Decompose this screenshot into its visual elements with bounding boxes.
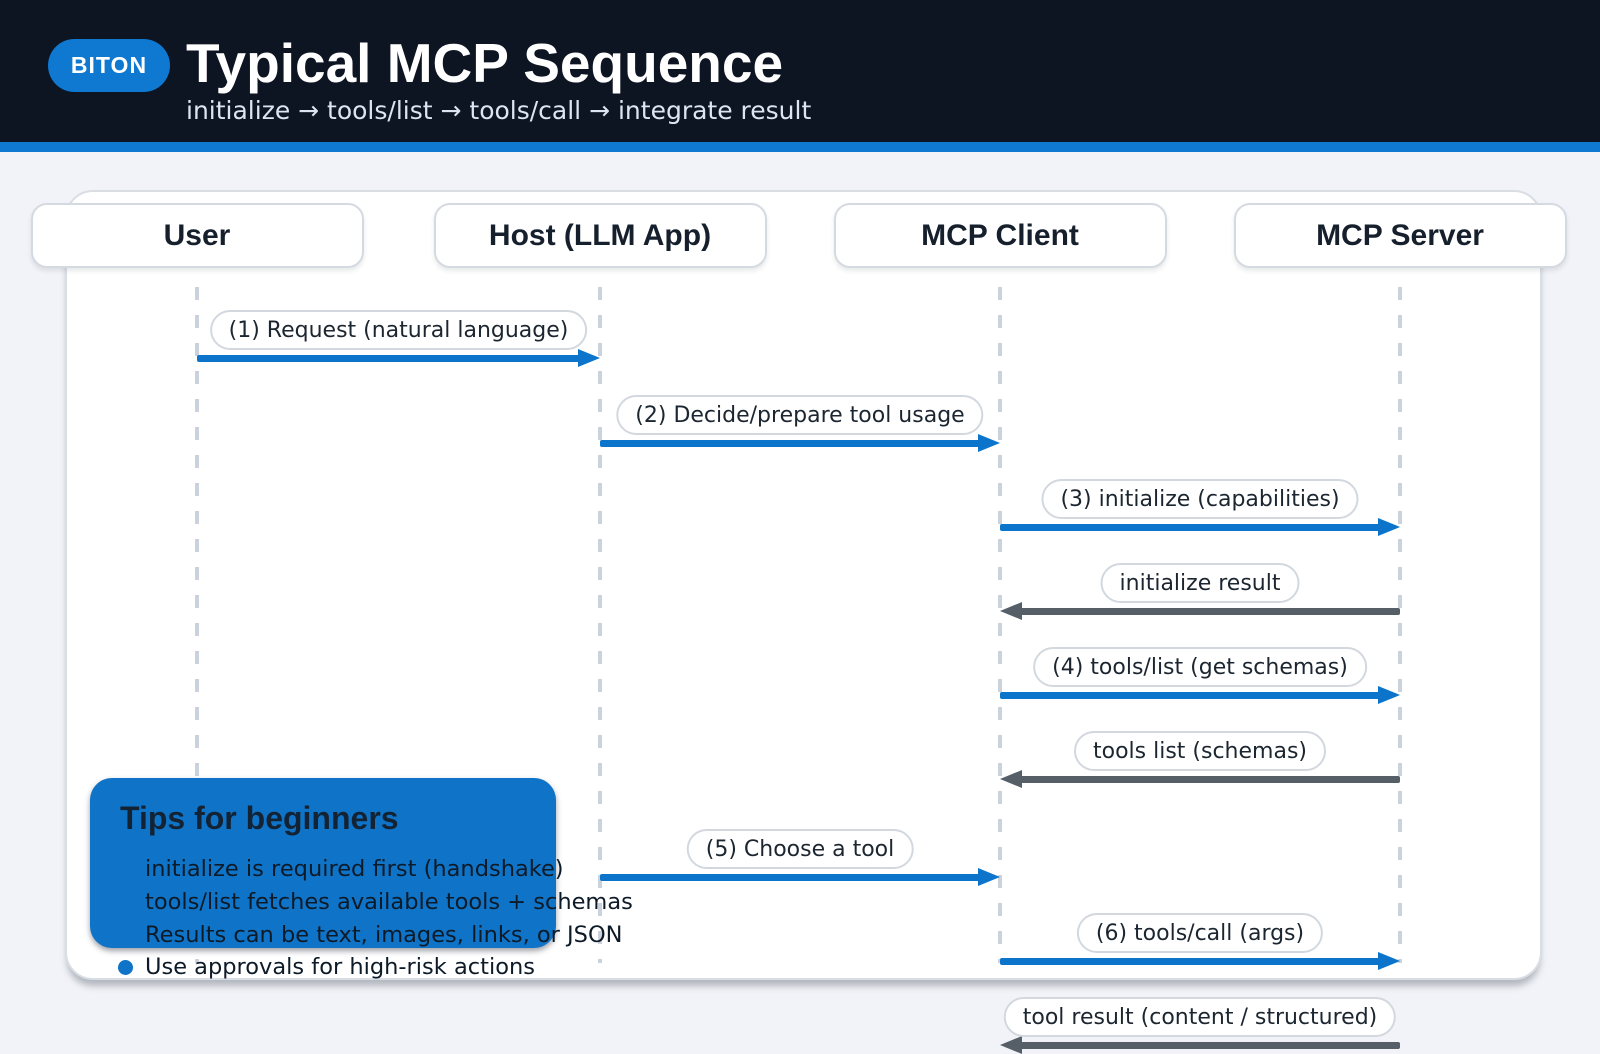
message-arrowhead-icon [978,434,1000,452]
lane-header-user: User [30,203,364,268]
message-arrow [197,355,580,362]
lifeline-host-llm-app [598,287,602,963]
lane-header-mcp-server: MCP Server [1233,203,1567,268]
message-label: (6) tools/call (args) [1076,913,1324,953]
bullet-dot-icon [118,861,133,877]
page-subtitle: initialize → tools/list → tools/call → i… [186,96,812,125]
message-arrowhead-icon [1000,1036,1022,1054]
header-accent-stripe [0,142,1600,152]
tip-item-text: tools/list fetches available tools + sch… [145,889,633,915]
lane-label: MCP Server [1316,218,1484,252]
lane-header-mcp-client: MCP Client [833,203,1167,268]
message-label: initialize result [1100,563,1300,603]
message-label: (2) Decide/prepare tool usage [616,395,984,435]
message-label: (1) Request (natural language) [209,310,588,350]
message-arrow [1000,692,1380,699]
tip-item: Results can be text, images, links, or J… [118,921,623,949]
message-arrowhead-icon [578,349,600,367]
lifeline-user [195,287,199,963]
tip-item: initialize is required first (handshake) [118,855,564,883]
message-arrowhead-icon [1000,602,1022,620]
message-arrowhead-icon [1378,952,1400,970]
message-arrow [600,874,980,881]
lane-header-host-llm-app: Host (LLM App) [433,203,767,268]
lane-label: MCP Client [921,218,1079,252]
message-label: tools list (schemas) [1074,731,1326,771]
tips-panel [90,778,556,948]
tips-title: Tips for beginners [120,800,399,836]
bullet-dot-icon [118,959,133,975]
message-arrowhead-icon [1378,518,1400,536]
lifeline-mcp-client [998,287,1002,963]
tip-item: tools/list fetches available tools + sch… [118,888,633,916]
message-arrow [1020,1042,1400,1049]
message-label: (3) initialize (capabilities) [1041,479,1359,519]
message-arrow [1000,958,1380,965]
header-title-group: Typical MCP Sequence initialize → tools/… [186,33,811,125]
tip-item-text: Use approvals for high-risk actions [145,954,535,980]
tip-item: Use approvals for high-risk actions [118,953,535,981]
tip-item-text: initialize is required first (handshake) [145,856,564,882]
lane-label: Host (LLM App) [488,218,712,252]
message-label: tool result (content / structured) [1003,997,1397,1037]
message-label: (4) tools/list (get schemas) [1033,647,1367,687]
lifeline-mcp-server [1398,287,1402,963]
message-arrowhead-icon [978,868,1000,886]
message-arrow [1020,608,1400,615]
message-label: (5) Choose a tool [686,829,914,869]
tip-item-text: Results can be text, images, links, or J… [145,922,623,948]
app-header: BITON Typical MCP Sequence initialize → … [0,0,1600,142]
message-arrow [600,440,980,447]
bullet-dot-icon [118,927,133,943]
bullet-dot-icon [118,894,133,910]
brand-badge: BITON [48,39,170,92]
page-title: Typical MCP Sequence [186,32,784,94]
message-arrow [1000,524,1380,531]
message-arrowhead-icon [1378,686,1400,704]
message-arrow [1020,776,1400,783]
lane-label: User [163,218,231,252]
message-arrowhead-icon [1000,770,1022,788]
